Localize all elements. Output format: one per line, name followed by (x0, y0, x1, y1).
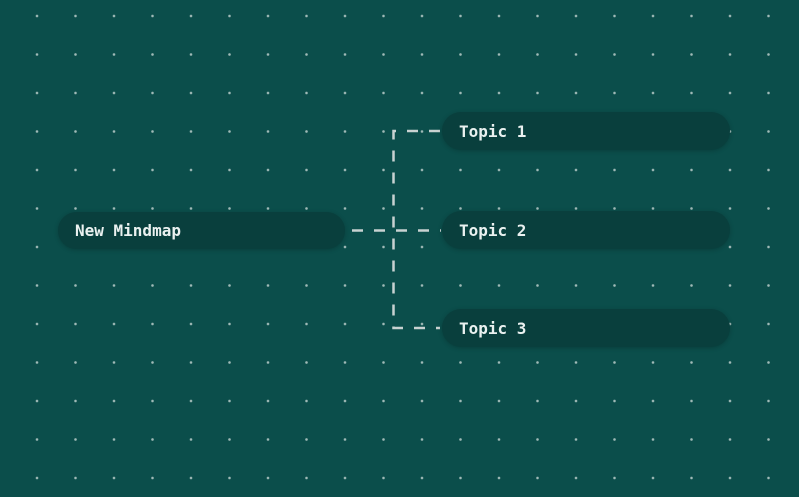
connector-branch-topic1-topic3 (392, 129, 440, 330)
node-topic-2[interactable]: Topic 2 (442, 211, 730, 249)
node-topic-1[interactable]: Topic 1 (442, 112, 730, 150)
node-topic-3[interactable]: Topic 3 (442, 309, 730, 347)
node-new-mindmap[interactable]: New Mindmap (58, 212, 345, 249)
